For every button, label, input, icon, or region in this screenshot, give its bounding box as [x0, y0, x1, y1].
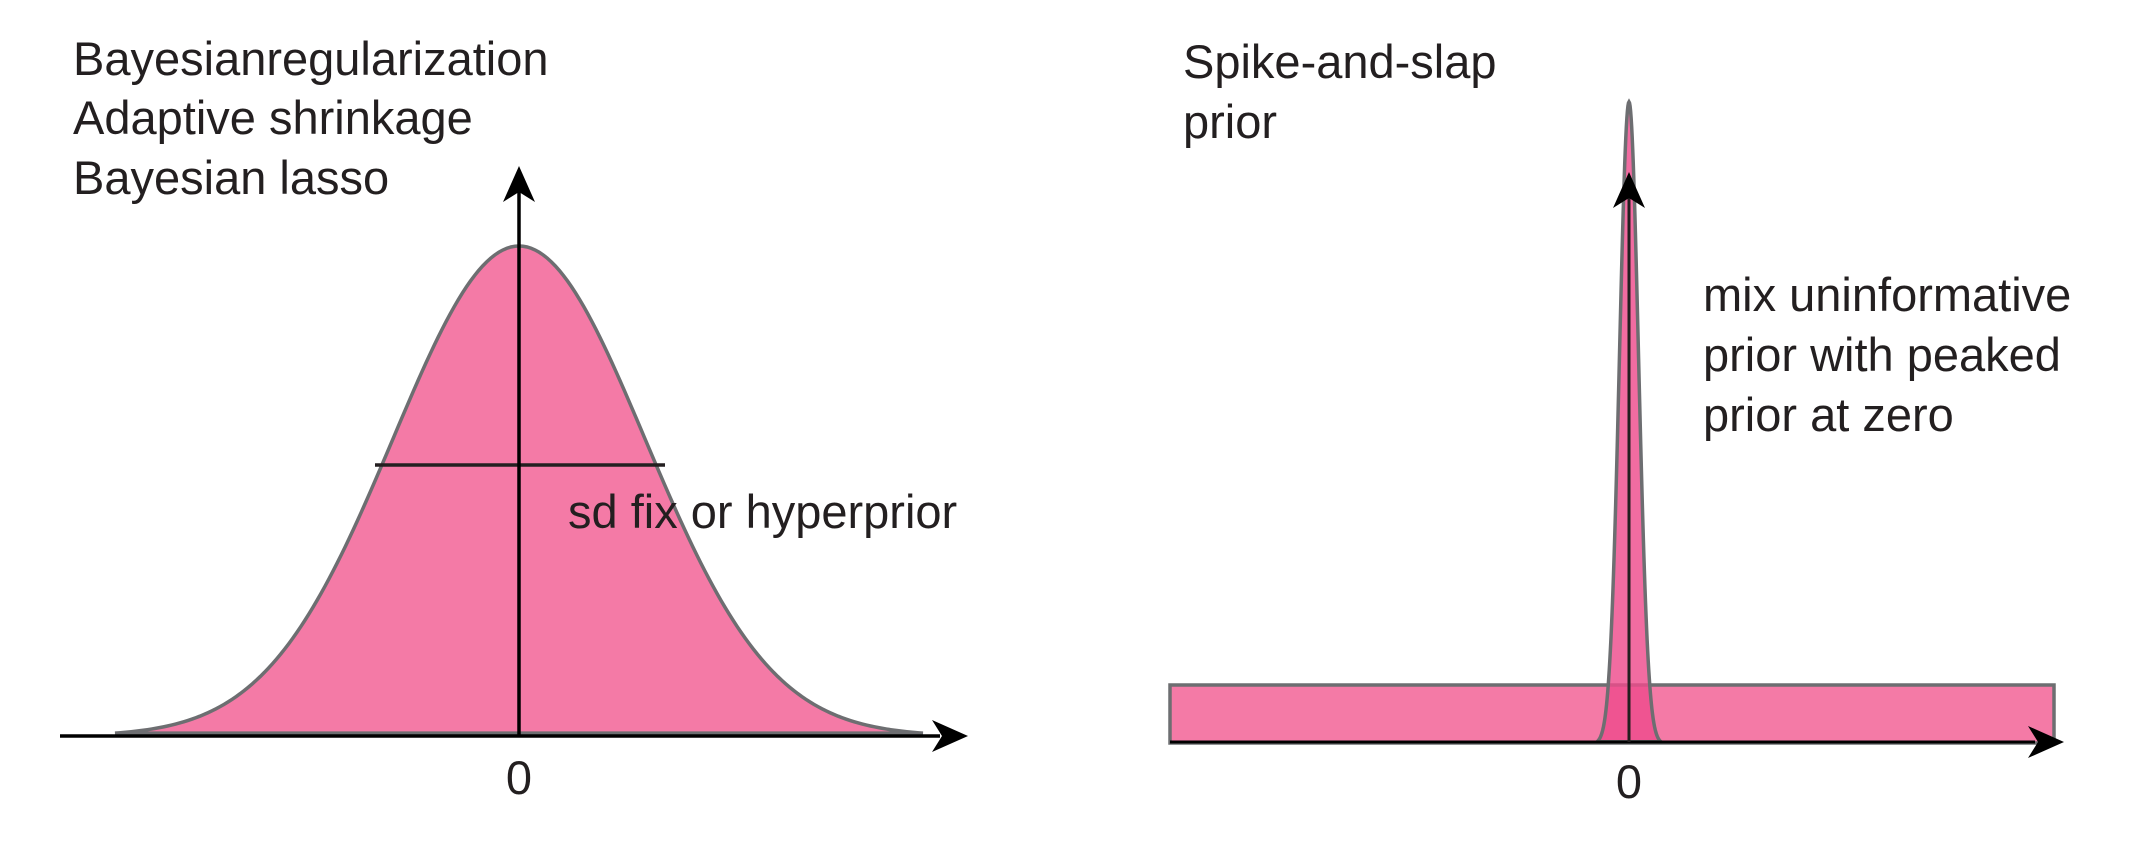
right-title-line-1: Spike-and-slap	[1183, 35, 1497, 88]
left-title-line-2: Adaptive shrinkage	[73, 91, 473, 144]
arrow-right-icon	[2028, 726, 2064, 758]
right-x-tick-zero: 0	[1616, 755, 1642, 808]
arrow-up-icon	[1613, 172, 1645, 208]
left-x-tick-zero: 0	[506, 751, 532, 804]
arrow-up-icon	[503, 166, 535, 202]
spike-annotation-line-1: mix uninformative	[1703, 268, 2071, 321]
left-title-line-3: Bayesian lasso	[73, 151, 389, 204]
sd-annotation: sd fix or hyperprior	[568, 485, 957, 538]
left-title-line-1: Bayesianregularization	[73, 32, 549, 85]
spike-annotation-line-3: prior at zero	[1703, 388, 1954, 441]
arrow-right-icon	[932, 720, 968, 752]
left-panel: Bayesianregularization Adaptive shrinkag…	[60, 32, 968, 804]
spike-annotation-line-2: prior with peaked	[1703, 328, 2061, 381]
right-panel: Spike-and-slap prior mix uninformative p…	[1168, 35, 2071, 808]
right-title-line-2: prior	[1183, 95, 1277, 148]
